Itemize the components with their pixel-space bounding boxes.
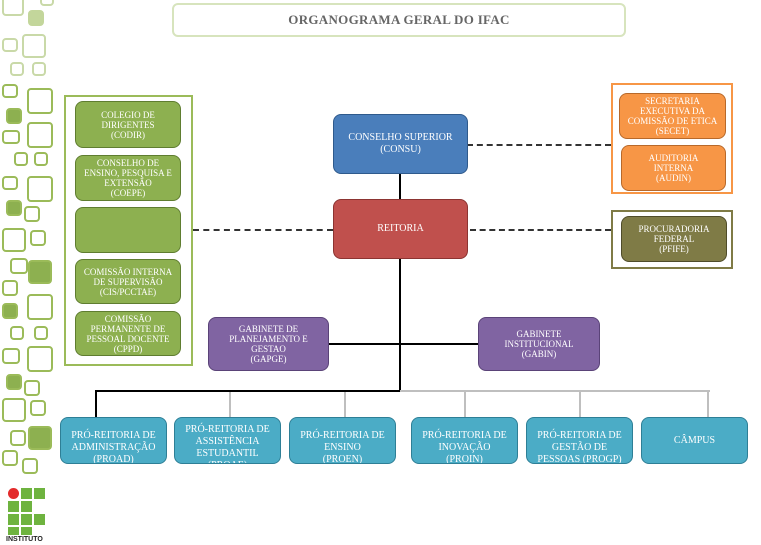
node-cppd[interactable]: COMISSÃO PERMANENTE DE PESSOAL DOCENTE (… [75, 311, 181, 356]
node-coepe[interactable]: CONSELHO DE ENSINO, PESQUISA E EXTENSÃO … [75, 155, 181, 201]
logo-text: INSTITUTO [6, 536, 43, 543]
left-group [64, 95, 193, 366]
dashed-connector [193, 229, 333, 231]
node-pfife[interactable]: PROCURADORIA FEDERAL (PFIFE) [621, 216, 727, 262]
node-gabin[interactable]: GABINETE INSTITUCIONAL (GABIN) [478, 317, 600, 371]
connector [95, 390, 97, 417]
procuradoria-group [611, 210, 733, 269]
node-codir[interactable]: COLEGIO DE DIRIGENTES (CODIR) [75, 101, 181, 148]
connector [707, 392, 709, 417]
node-progp[interactable]: PRÓ-REITORIA DE GESTÃO DE PESSOAS (PROGP… [526, 417, 633, 464]
node-blank[interactable] [75, 207, 181, 253]
dashed-connector [467, 144, 611, 146]
right-group [611, 83, 733, 194]
connector [229, 392, 231, 417]
node-proae[interactable]: PRÓ-REITORIA DE ASSISTÊNCIA ESTUDANTIL (… [174, 417, 281, 464]
node-consu[interactable]: CONSELHO SUPERIOR (CONSU) [333, 114, 468, 174]
page-title-text: ORGANOGRAMA GERAL DO IFAC [288, 12, 510, 27]
connector [329, 343, 478, 345]
connector [400, 390, 710, 392]
node-cis[interactable]: COMISSÃO INTERNA DE SUPERVISÃO (CIS/PCCT… [75, 259, 181, 304]
node-gapge[interactable]: GABINETE DE PLANEJAMENTO E GESTAO (GAPGE… [208, 317, 329, 371]
ifac-logo: INSTITUTO [6, 488, 48, 545]
node-campus[interactable]: CÂMPUS [641, 417, 748, 464]
node-audin[interactable]: AUDITORIA INTERNA (AUDIN) [621, 145, 726, 191]
node-proin[interactable]: PRÓ-REITORIA DE INOVAÇÃO (PROIN) [411, 417, 518, 464]
connector [399, 174, 401, 199]
connector [96, 390, 400, 392]
connector [344, 392, 346, 417]
connector [579, 392, 581, 417]
node-reitoria[interactable]: REITORIA [333, 199, 468, 259]
page-title: ORGANOGRAMA GERAL DO IFAC [172, 3, 626, 37]
node-proen[interactable]: PRÓ-REITORIA DE ENSINO (PROEN) [289, 417, 396, 464]
dashed-connector [470, 229, 611, 231]
node-proad[interactable]: PRÓ-REITORIA DE ADMINISTRAÇÃO (PROAD) [60, 417, 167, 464]
connector [399, 259, 401, 392]
connector [464, 392, 466, 417]
node-secet[interactable]: SECRETARIA EXECUTIVA DA COMISSÃO DE ETIC… [619, 93, 726, 139]
